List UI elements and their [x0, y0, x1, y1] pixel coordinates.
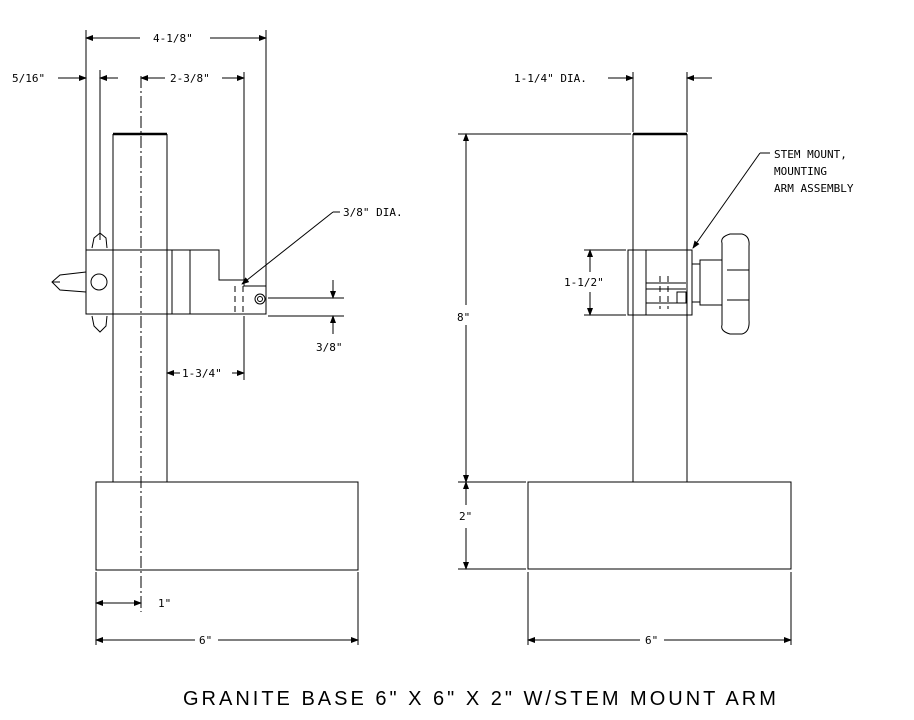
side-granite-base	[527, 481, 792, 570]
dim-1-inch	[95, 572, 142, 645]
label-1-3-4: 1-3/4"	[182, 367, 222, 380]
side-mount-block	[627, 249, 693, 316]
hole-3-8-dia	[254, 293, 266, 305]
dim-3-8	[268, 280, 344, 334]
dim-2-inch	[458, 481, 526, 570]
leader-3-8-dia	[241, 211, 334, 285]
label-2-inch: 2"	[459, 510, 472, 523]
dim-8-inch	[458, 133, 631, 483]
front-view: 4-1/8" 5/16" 2-3/8" 3/8" DIA. 3/8"	[12, 30, 403, 647]
dim-4-1-8	[85, 30, 267, 286]
dim-5-16	[58, 70, 118, 240]
label-1-inch: 1"	[158, 597, 171, 610]
callout-mounting: MOUNTING	[774, 165, 827, 178]
label-3-8: 3/8"	[316, 341, 343, 354]
callout-arm-assembly: ARM ASSEMBLY	[774, 182, 854, 195]
front-stem	[112, 132, 168, 482]
side-knob	[691, 233, 750, 335]
label-8-inch: 8"	[457, 311, 470, 324]
dim-1-1-2	[584, 249, 626, 316]
label-1-1-4-dia: 1-1/4" DIA.	[514, 72, 587, 85]
label-6-side: 6"	[645, 634, 658, 647]
label-3-8-dia: 3/8" DIA.	[343, 206, 403, 219]
drawing-title: GRANITE BASE 6" X 6" X 2" W/STEM MOUNT A…	[183, 688, 779, 710]
arm-bolt-hole	[90, 273, 108, 291]
label-2-3-8: 2-3/8"	[170, 72, 210, 85]
leader-stem-mount	[692, 152, 761, 249]
side-stem	[632, 132, 688, 482]
dim-1-3-4	[166, 316, 245, 380]
side-view: 1-1/4" DIA. STEM MOUNT, MOUNTING ARM ASS…	[457, 72, 854, 647]
callout-stem-mount: STEM MOUNT,	[774, 148, 847, 161]
label-6-front: 6"	[199, 634, 212, 647]
label-4-1-8: 4-1/8"	[153, 32, 193, 45]
front-granite-base	[95, 481, 359, 571]
dim-6-front	[95, 572, 359, 645]
dim-1-1-4-dia	[608, 72, 712, 132]
label-1-1-2: 1-1/2"	[564, 276, 604, 289]
dim-6-side	[527, 572, 792, 645]
label-5-16: 5/16"	[12, 72, 45, 85]
front-mount-arm	[85, 249, 267, 315]
dim-2-3-8	[140, 72, 245, 280]
front-knob-handle	[51, 232, 108, 333]
